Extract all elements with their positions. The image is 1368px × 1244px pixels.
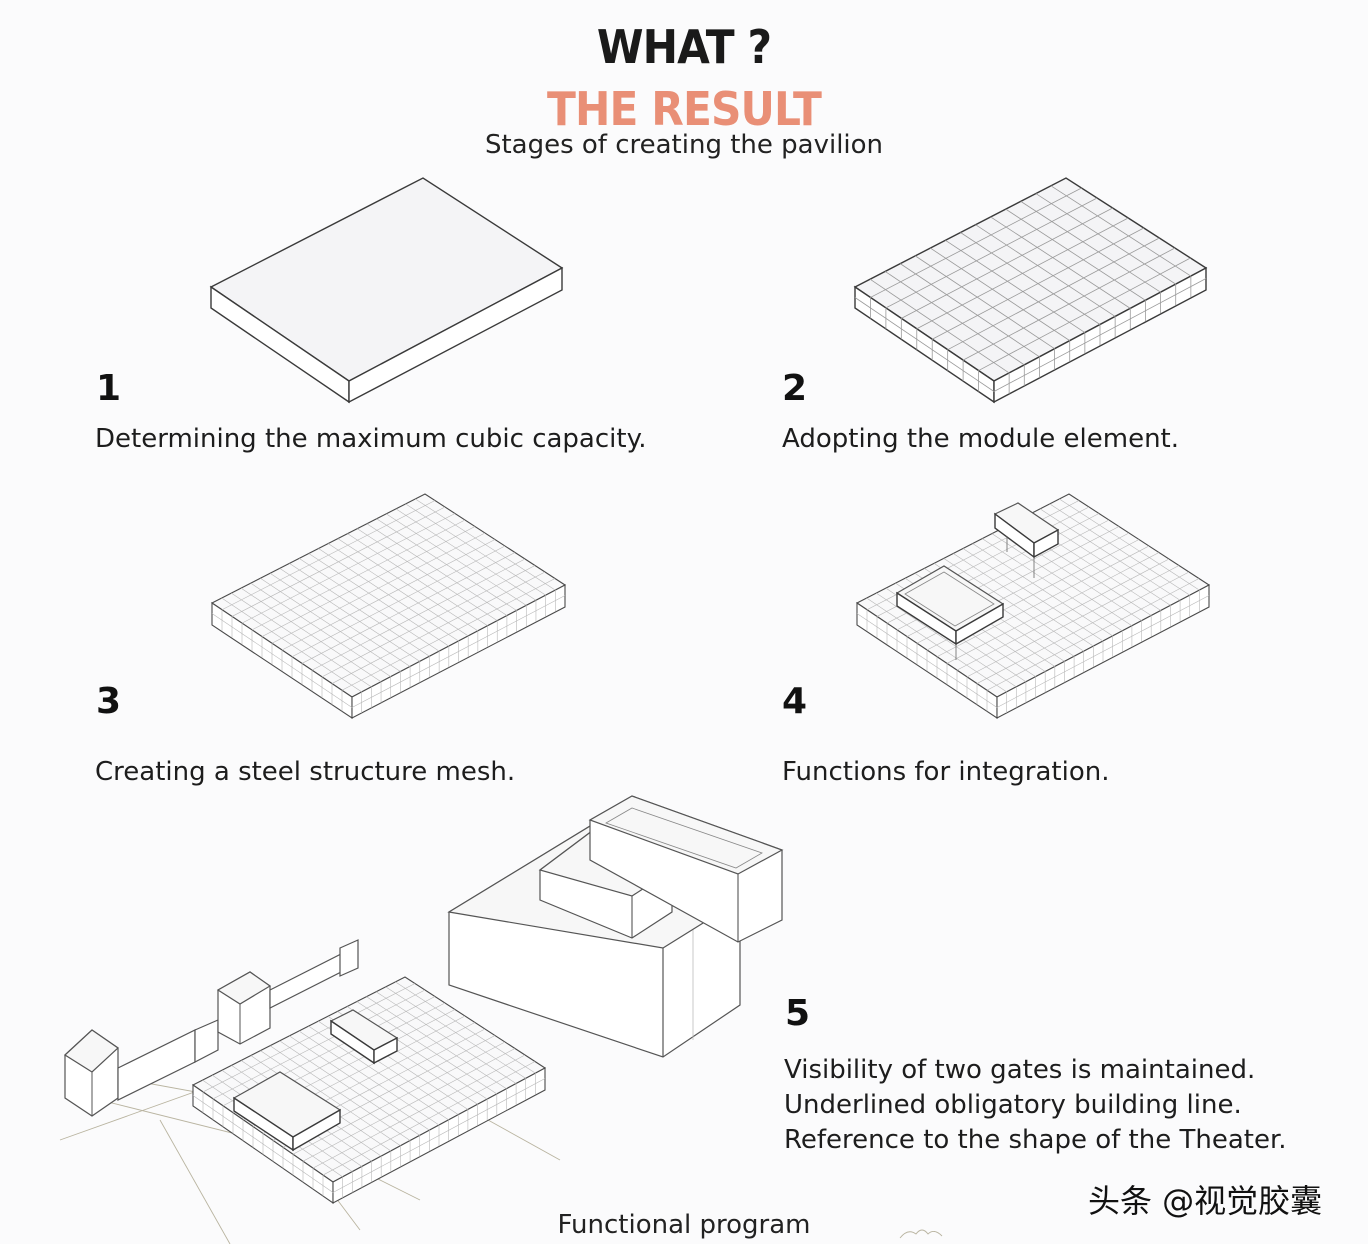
diagram-subtitle: THE RESULT (547, 82, 822, 136)
watermark: 头条 @视觉胶囊 (1088, 1182, 1323, 1220)
stage-1-caption: Determining the maximum cubic capacity. (95, 424, 647, 454)
stage-1-slab (209, 177, 564, 404)
stage-2-module-slab (853, 177, 1208, 404)
stage-1-number: 1 (96, 368, 122, 409)
stage-3-number: 3 (96, 681, 122, 722)
diagram-lead: Stages of creating the pavilion (484, 130, 884, 160)
stage-5-line-2: Underlined obligatory building line. (784, 1090, 1242, 1120)
functional-program-label: Functional program (557, 1210, 811, 1240)
stage-5-line-3: Reference to the shape of the Theater. (784, 1125, 1287, 1155)
stage-2-number: 2 (782, 368, 808, 409)
stage-5-number: 5 (785, 993, 811, 1034)
stage-2-caption: Adopting the module element. (782, 424, 1180, 454)
stage-4-functions-mesh (855, 493, 1211, 720)
stage-4-caption: Functions for integration. (782, 757, 1110, 787)
stage-5-caption: Visibility of two gates is maintained. U… (784, 1053, 1287, 1158)
stage-5-site-model (59, 795, 943, 1244)
stage-3-steel-mesh (210, 493, 567, 720)
stage-3-caption: Creating a steel structure mesh. (95, 757, 516, 787)
stage-5-line-1: Visibility of two gates is maintained. (784, 1055, 1256, 1085)
stage-4-number: 4 (782, 681, 808, 722)
diagram-title: WHAT ? (596, 20, 772, 74)
